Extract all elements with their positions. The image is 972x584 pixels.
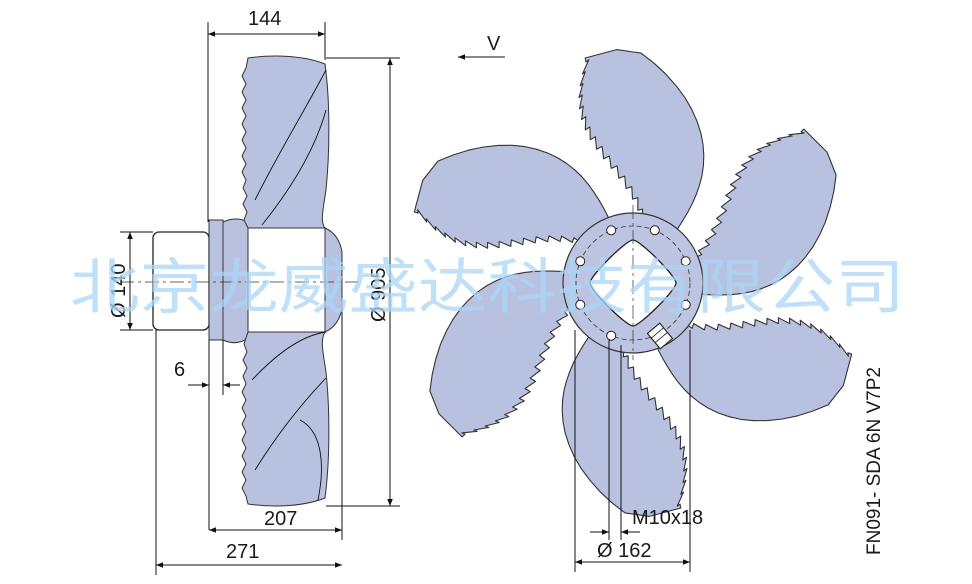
front-view bbox=[413, 49, 853, 517]
hub-bolt-4 bbox=[575, 299, 586, 310]
hub-bolt-7 bbox=[649, 225, 660, 236]
model-code: FN091- SDA 6N V7P2 bbox=[864, 367, 885, 555]
dim-diameter-162: Ø 162 bbox=[597, 540, 651, 562]
airflow-label-v: V bbox=[487, 33, 501, 55]
cable-gland bbox=[646, 322, 674, 350]
hub-bolt-3 bbox=[606, 330, 617, 341]
fan-blade-3 bbox=[653, 317, 853, 422]
dim-271: 271 bbox=[226, 541, 259, 563]
hub-bolt-1 bbox=[680, 299, 691, 310]
lower-blade-ridge-2 bbox=[251, 331, 327, 381]
hub-bolt-8 bbox=[680, 256, 691, 267]
fan-blade-2 bbox=[689, 128, 837, 296]
dim-diameter-905: Ø 905 bbox=[368, 268, 390, 322]
lower-blade-ridge bbox=[254, 377, 327, 471]
upper-blade-ridge-2 bbox=[261, 109, 327, 226]
lower-blade-side bbox=[241, 331, 330, 507]
upper-blade-ridge bbox=[254, 69, 327, 201]
blades bbox=[413, 49, 853, 517]
fan-blade-1 bbox=[578, 49, 705, 237]
dim-6: 6 bbox=[174, 359, 185, 381]
hub-bolt-6 bbox=[606, 225, 617, 236]
dim-207: 207 bbox=[264, 508, 297, 530]
hub-bolt-5 bbox=[575, 256, 586, 267]
upper-blade-side bbox=[241, 55, 330, 229]
fan-blade-5 bbox=[429, 270, 577, 438]
dim-m10x18: M10x18 bbox=[632, 507, 703, 529]
hub-ring-side bbox=[324, 227, 343, 333]
fan-blade-6 bbox=[413, 144, 613, 249]
dim-diameter-140: Ø 140 bbox=[108, 264, 130, 318]
fan-blade-4 bbox=[561, 329, 688, 517]
blade-curve bbox=[299, 419, 322, 501]
dim-144: 144 bbox=[248, 8, 281, 30]
side-view bbox=[120, 55, 360, 507]
watermark-company-name: 北京龙威盛达科技有限公司 bbox=[70, 253, 905, 323]
front-dimensions: V M10x18 Ø 162 bbox=[458, 33, 703, 572]
side-dimensions: 144 Ø 905 Ø 140 6 207 271 bbox=[108, 8, 400, 575]
